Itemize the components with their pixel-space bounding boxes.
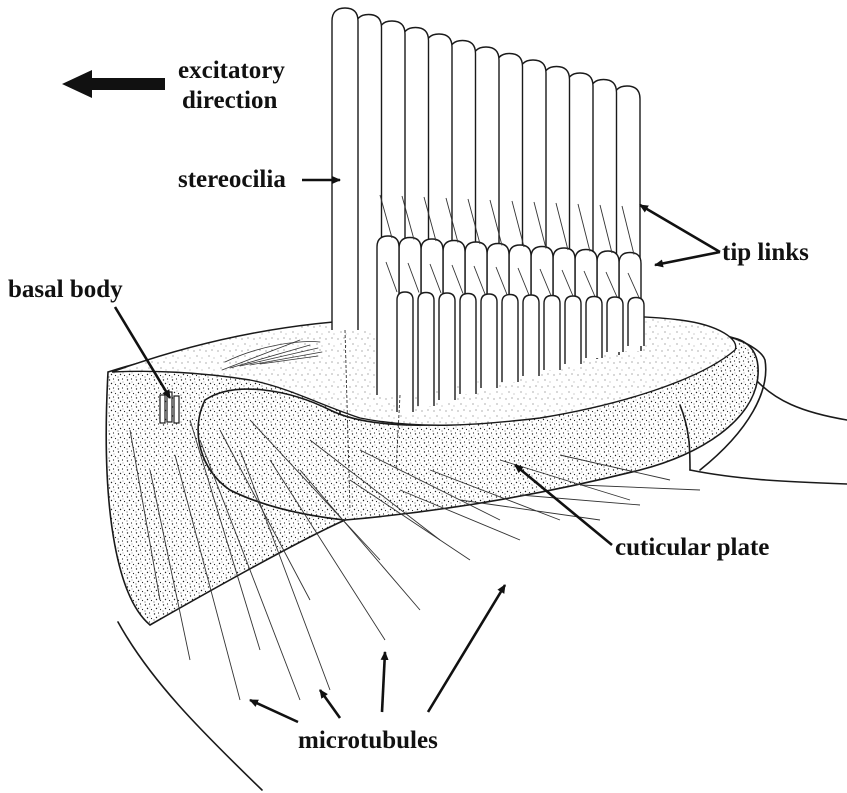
- stereocilium-short: [502, 295, 518, 383]
- stereocilium-short: [544, 296, 560, 371]
- stereocilium-short: [439, 293, 455, 400]
- stereocilium-short: [628, 298, 644, 347]
- stereocilium-short: [460, 294, 476, 395]
- stereocilium-short: [523, 295, 539, 376]
- label-tip-links: tip links: [722, 239, 809, 266]
- stereocilium-short: [481, 294, 497, 388]
- label-direction: direction: [182, 87, 277, 114]
- label-microtubules: microtubules: [298, 727, 438, 754]
- stereocilium-tall: [332, 8, 358, 330]
- label-cuticular-plate: cuticular plate: [615, 534, 769, 561]
- label-stereocilia: stereocilia: [178, 166, 286, 193]
- label-basal-body: basal body: [8, 276, 123, 303]
- label-excitatory: excitatory: [178, 57, 285, 84]
- stereocilium-middle: [377, 236, 399, 395]
- excitatory-direction-arrow: [62, 70, 165, 98]
- stereocilium-short: [607, 297, 623, 352]
- stereocilium-short: [586, 297, 602, 359]
- stereocilium-short: [565, 296, 581, 364]
- stereocilium-short: [418, 293, 434, 407]
- stereocilium-short: [397, 292, 413, 412]
